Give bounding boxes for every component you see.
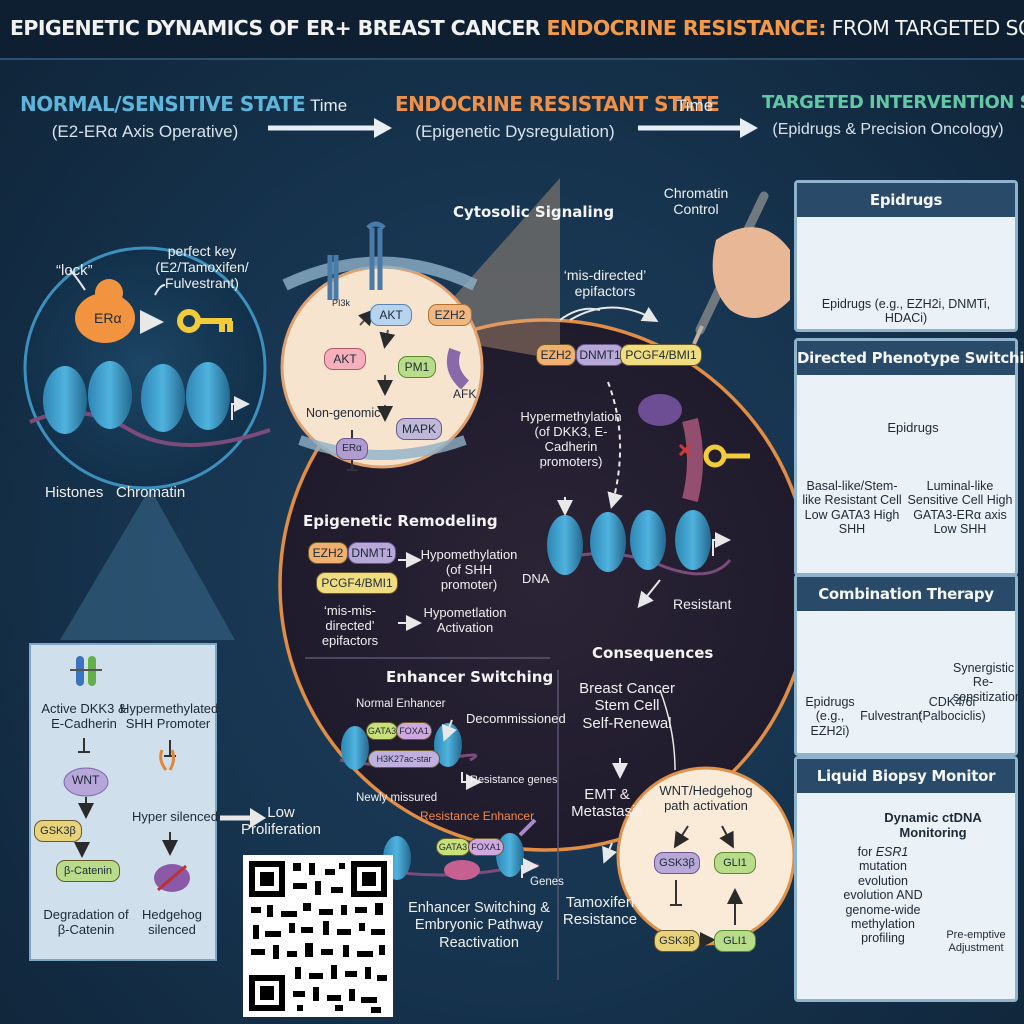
chromatin-label: Chromatin bbox=[116, 484, 186, 501]
low-proliferation-label: Low Proliferation bbox=[240, 804, 322, 839]
pm1-node: PM1 bbox=[398, 356, 436, 378]
ezh2-node: EZH2 bbox=[536, 344, 576, 366]
time-label-1: Time bbox=[310, 96, 348, 115]
mis-mis-directed-label: ‘mis-mis-directed’ epifactors bbox=[321, 603, 379, 648]
resistance-genes-label: Resistance genes bbox=[470, 774, 558, 786]
resistant-state-heading: ENDOCRINE RESISTANT STATE bbox=[395, 92, 720, 116]
epidrugs-card-heading: Epidrugs bbox=[797, 183, 1015, 217]
perfect-key-label: perfect key (E2/Tamoxifen/ Fulvestrant) bbox=[155, 243, 249, 292]
title-bar: EPIGENETIC DYNAMICS OF ER+ BREAST CANCER… bbox=[0, 0, 1024, 60]
sensitive-cell-label: Luminal-like Sensitive Cell High GATA3-E… bbox=[907, 479, 1013, 537]
consequence-emt: EMT & Metastasis bbox=[571, 786, 643, 821]
phenotype-switching-heading: Directed Phenotype Switching bbox=[797, 341, 1024, 375]
consequence-stem-cell: Breast Cancer Stem Cell Self-Renewal bbox=[579, 680, 675, 732]
pi3k-label: PI3k bbox=[332, 298, 351, 308]
akt-node-left: AKT bbox=[324, 348, 366, 370]
enhancer-switching-heading: Enhancer Switching bbox=[386, 668, 554, 686]
wnt-hedgehog-title: WNT/Hedgehog path activation bbox=[659, 783, 753, 813]
hedgehog-silenced-label: Hedgehog silenced bbox=[142, 907, 202, 937]
foxa1-node: FOXA1 bbox=[396, 722, 432, 740]
combo-epidrugs-label: Epidrugs (e.g., EZH2i) bbox=[805, 695, 855, 738]
foxa1-node-2: FOXA1 bbox=[468, 838, 504, 856]
synergistic-label: Synergistic Re-sensitization bbox=[953, 661, 1022, 704]
ezh2-inset-node: EZH2 bbox=[428, 304, 472, 326]
consequences-heading: Consequences bbox=[592, 644, 714, 662]
preemptive-adjustment-label: Pre-emptive Adjustment bbox=[946, 929, 1006, 954]
era-inset-node: ERα bbox=[336, 438, 368, 460]
misdirected-epifactors-label: ‘mis-directed’ epifactors bbox=[563, 267, 647, 300]
resistant-label: Resistant bbox=[673, 596, 732, 612]
resistant-state-subtitle: (Epigenetic Dysregulation) bbox=[415, 122, 615, 141]
remodel-ezh2-node: EZH2 bbox=[308, 542, 348, 564]
cytosolic-signaling-heading: Cytosolic Signaling bbox=[453, 203, 615, 221]
mapk-node: MAPK bbox=[396, 418, 442, 440]
hypometlation-activation-label: Hypometlation Activation bbox=[423, 605, 507, 635]
gsk3b-node: GSK3β bbox=[34, 820, 82, 842]
era-label: ERα bbox=[94, 310, 122, 326]
genes-label: Genes bbox=[530, 876, 564, 888]
time-label-2: Time bbox=[676, 96, 714, 115]
normal-state-subtitle: (E2-ERα Axis Operative) bbox=[51, 122, 239, 141]
liquid-biopsy-heading: Liquid Biopsy Monitor bbox=[797, 759, 1015, 793]
combination-therapy-heading: Combination Therapy bbox=[797, 577, 1015, 611]
ctdna-monitoring-label: Dynamic ctDNA Monitoring bbox=[884, 810, 982, 840]
consequence-tamoxifen: Tamoxifen Resistance bbox=[562, 894, 638, 929]
wnt-node: WNT bbox=[72, 773, 100, 787]
dnmt1-node: DNMT1 bbox=[576, 344, 624, 366]
enhancer-caption: Enhancer Switching & Embryonic Pathway R… bbox=[408, 900, 550, 951]
hypermethylated-shh-label: Hypermethylated SHH Promoter bbox=[120, 701, 219, 731]
normal-state-heading: NORMAL/SENSITIVE STATE bbox=[20, 92, 306, 116]
title-highlight: ENDOCRINE RESISTANCE: bbox=[546, 16, 826, 40]
phenotype-switching-card: Directed Phenotype Switching Epidrugs Ba… bbox=[794, 338, 1024, 576]
resistance-enhancer-label: Resistance Enhancer bbox=[420, 809, 535, 823]
chromatin-control-label: Chromatin Control bbox=[663, 185, 729, 218]
qr-code[interactable] bbox=[243, 855, 393, 1017]
biopsy-text: for ESR1 mutation evolution evolution AN… bbox=[843, 845, 923, 946]
non-genomic-label: Non-genomic bbox=[306, 406, 381, 420]
lock-label: “lock” bbox=[56, 262, 93, 279]
remodel-pcgf-node: PCGF4/BMI1 bbox=[316, 572, 398, 594]
degradation-label: Degradation of β-Catenin bbox=[43, 907, 129, 937]
afk-label: AFK bbox=[453, 387, 477, 401]
fulvestrant-label: Fulvestrant bbox=[860, 709, 922, 723]
gata3-node: GATA3 bbox=[366, 722, 398, 740]
akt-node-top: AKT bbox=[370, 304, 412, 326]
decommissioned-label: Decommissioned bbox=[466, 711, 566, 726]
targeted-state-heading: TARGETED INTERVENTION STATE bbox=[762, 92, 1024, 113]
dna-label: DNA bbox=[522, 571, 550, 586]
remodel-dnmt1-node: DNMT1 bbox=[348, 542, 396, 564]
gata3-node-2: GATA3 bbox=[436, 838, 470, 856]
hypomethylation-label: Hypomethylation (of SHH promoter) bbox=[420, 547, 518, 592]
histones-label: Histones bbox=[45, 484, 104, 501]
qr-code-pattern bbox=[249, 861, 387, 1013]
normal-enhancer-label: Normal Enhancer bbox=[356, 698, 446, 710]
epigenetic-remodeling-heading: Epigenetic Remodeling bbox=[303, 512, 498, 530]
liquid-biopsy-card: Liquid Biopsy Monitor Dynamic ctDNA Moni… bbox=[794, 756, 1018, 1002]
cdk46i-label: CDK4/6i (Palbociclis) bbox=[918, 695, 986, 724]
h3k27ac-node: H3K27ac-star bbox=[368, 750, 440, 768]
active-dkk3-label: Active DKK3 & E-Cadherin bbox=[41, 701, 127, 731]
wnt-gli1-node: GLI1 bbox=[714, 852, 756, 874]
newly-missured-label: Newly missured bbox=[356, 792, 438, 804]
page-title: EPIGENETIC DYNAMICS OF ER+ BREAST CANCER… bbox=[10, 16, 1024, 40]
wnt-gsk3b-node-2: GSK3β bbox=[654, 930, 700, 952]
phenotype-epidrugs-label: Epidrugs bbox=[887, 420, 939, 435]
combination-therapy-card: Combination Therapy Synergistic Re-sensi… bbox=[794, 574, 1022, 756]
pcgf-node: PCGF4/BMI1 bbox=[620, 344, 702, 366]
targeted-state-subtitle: (Epidrugs & Precision Oncology) bbox=[772, 121, 1004, 138]
resistant-cell-label: Basal-like/Stem-like Resistant Cell Low … bbox=[802, 479, 902, 537]
hyper-silenced-label: Hyper silenced bbox=[132, 809, 218, 824]
hypermethylation-label: Hypermethylation (of DKK3, E-Cadherin pr… bbox=[520, 409, 622, 469]
wnt-gli1-node-2: GLI1 bbox=[714, 930, 756, 952]
epidrugs-card: Epidrugs Epidrugs (e.g., EZH2i, DNMTi, H… bbox=[794, 180, 1018, 332]
epidrugs-card-text: Epidrugs (e.g., EZH2i, DNMTi, HDACi) bbox=[821, 297, 991, 326]
beta-catenin-node: β-Catenin bbox=[56, 860, 120, 882]
wnt-gsk3b-node: GSK3β bbox=[654, 852, 700, 874]
